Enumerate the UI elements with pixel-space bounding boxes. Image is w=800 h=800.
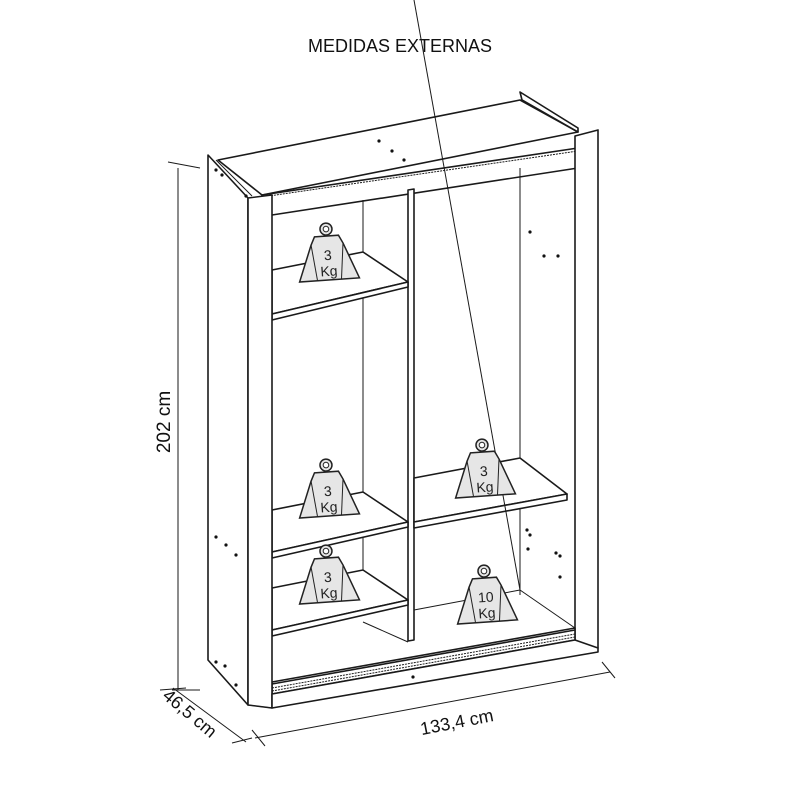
weight-value: 3 — [323, 569, 332, 586]
base-front — [271, 639, 599, 709]
hole-dot — [377, 139, 381, 143]
hole-dot — [542, 254, 546, 258]
hole-dot — [234, 553, 238, 557]
hole-dot — [554, 551, 558, 555]
right-stile — [574, 129, 599, 653]
weight-value: 10 — [477, 588, 494, 605]
depth-label: 46,5 cm — [159, 685, 221, 741]
weight-body — [298, 234, 361, 283]
hole-dot — [556, 254, 560, 258]
hole-dot — [390, 149, 394, 153]
title: MEDIDAS EXTERNAS — [308, 36, 492, 56]
hole-dot — [526, 547, 530, 551]
hole-dot — [214, 168, 218, 172]
hole-dot — [224, 543, 228, 547]
weight-icon: 3Kg — [454, 438, 517, 499]
center-divider — [407, 188, 415, 642]
weight-body — [456, 576, 519, 625]
weight-value: 3 — [479, 463, 488, 480]
weight-unit: Kg — [478, 604, 496, 621]
hole-dot — [214, 660, 218, 664]
hole-dot — [558, 575, 562, 579]
weight-icon: 3Kg — [298, 544, 361, 605]
weight-unit: Kg — [320, 498, 338, 515]
hole-dot — [244, 194, 248, 198]
hole-dot — [220, 173, 224, 177]
weight-unit: Kg — [320, 584, 338, 601]
hole-dot — [234, 683, 238, 687]
weight-body — [298, 556, 361, 605]
hole-dot — [558, 554, 562, 558]
hole-dot — [223, 664, 227, 668]
height-label: 202 cm — [154, 391, 175, 453]
hole-dot — [214, 535, 218, 539]
weight-unit: Kg — [476, 478, 494, 495]
assembly-holes — [214, 139, 562, 687]
weight-icon: 3Kg — [298, 222, 361, 283]
weight-body — [454, 450, 517, 499]
weight-value: 3 — [323, 483, 332, 500]
hole-dot — [525, 528, 529, 532]
weight-icon: 3Kg — [298, 458, 361, 519]
hole-dot — [411, 675, 415, 679]
weight-value: 3 — [323, 247, 332, 264]
weight-body — [298, 470, 361, 519]
hole-dot — [528, 533, 532, 537]
weight-unit: Kg — [320, 262, 338, 279]
left-side-panel — [207, 154, 249, 706]
hole-dot — [402, 158, 406, 162]
hole-dot — [528, 230, 532, 234]
left-stile — [247, 194, 273, 709]
width-label: 133,4 cm — [419, 705, 496, 739]
sliding-track — [271, 629, 576, 692]
height-dimension: 202 cm — [154, 161, 201, 691]
